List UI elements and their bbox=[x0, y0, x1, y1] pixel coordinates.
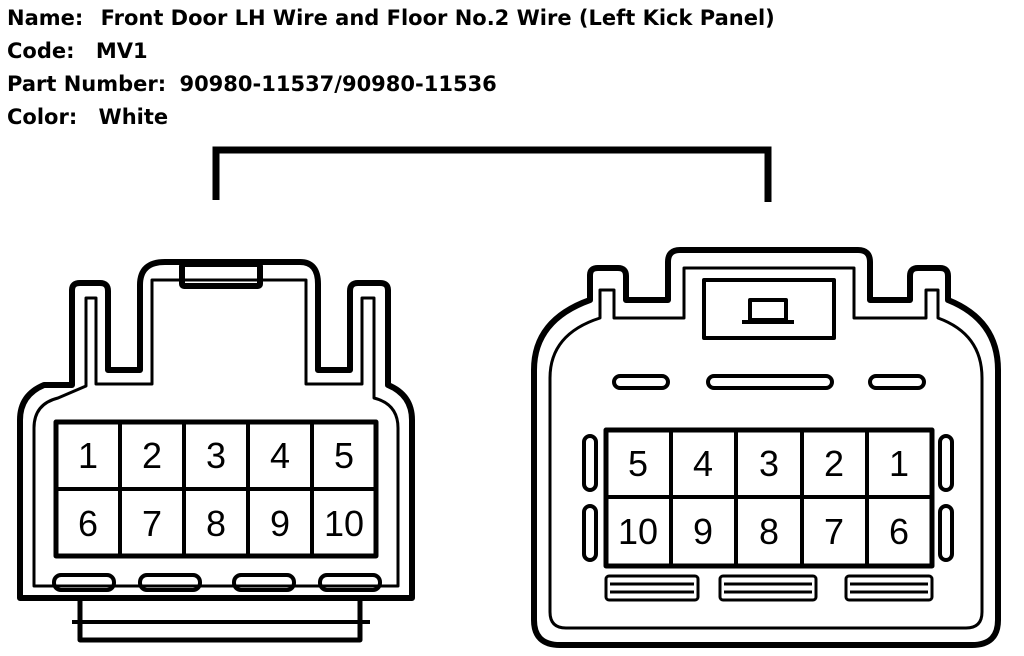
pin-label: 10 bbox=[324, 503, 364, 544]
left-slot-1 bbox=[52, 573, 116, 592]
right-connector-latch bbox=[702, 278, 836, 340]
left-connector-inner-outline bbox=[32, 278, 400, 588]
right-connector-latch-tab bbox=[748, 298, 788, 322]
pin-label: 8 bbox=[206, 503, 226, 544]
right-top-slot-1 bbox=[612, 374, 670, 390]
left-slot-4 bbox=[318, 573, 382, 592]
right-side-slot-1 bbox=[582, 434, 598, 492]
code-row: Code: MV1 bbox=[7, 35, 775, 68]
left-connector-latch bbox=[179, 261, 263, 289]
pin-label: 2 bbox=[142, 435, 162, 476]
right-bottom-slot-3 bbox=[844, 574, 934, 602]
connector-info: Name: Front Door LH Wire and Floor No.2 … bbox=[7, 2, 775, 134]
right-side-slot-4 bbox=[938, 504, 954, 562]
pin-label: 10 bbox=[618, 511, 658, 552]
pin-label: 4 bbox=[693, 443, 713, 484]
color-label: Color: bbox=[7, 105, 78, 129]
right-top-slot-2 bbox=[706, 374, 834, 390]
left-slot-3 bbox=[232, 573, 296, 592]
pin-label: 5 bbox=[334, 435, 354, 476]
pin-label: 5 bbox=[628, 443, 648, 484]
code-label: Code: bbox=[7, 39, 75, 63]
part-number-value: 90980-11537/90980-11536 bbox=[179, 72, 497, 96]
right-top-slot-3 bbox=[868, 374, 926, 390]
right-connector-body bbox=[531, 247, 1001, 648]
pin-label: 4 bbox=[270, 435, 290, 476]
right-pin-labels: 5 4 3 2 1 10 9 8 7 6 bbox=[618, 443, 909, 552]
connector-link-line bbox=[212, 146, 772, 202]
part-number-label: Part Number: bbox=[7, 72, 167, 96]
pin-label: 6 bbox=[889, 511, 909, 552]
pin-label: 3 bbox=[759, 443, 779, 484]
name-value: Front Door LH Wire and Floor No.2 Wire (… bbox=[100, 6, 775, 30]
color-row: Color: White bbox=[7, 101, 775, 134]
pin-label: 7 bbox=[142, 503, 162, 544]
pin-label: 6 bbox=[78, 503, 98, 544]
name-row: Name: Front Door LH Wire and Floor No.2 … bbox=[7, 2, 775, 35]
color-value: White bbox=[98, 105, 169, 129]
code-value: MV1 bbox=[95, 39, 148, 63]
left-connector bbox=[17, 259, 415, 643]
pin-label: 7 bbox=[824, 511, 844, 552]
pin-label: 8 bbox=[759, 511, 779, 552]
pin-label: 2 bbox=[824, 443, 844, 484]
right-bottom-slot-1 bbox=[604, 574, 700, 602]
left-connector-bottom-lip bbox=[77, 598, 363, 643]
pin-label: 3 bbox=[206, 435, 226, 476]
left-connector-body bbox=[17, 259, 415, 601]
left-pin-labels: 1 2 3 4 5 6 7 8 9 10 bbox=[78, 435, 364, 544]
pin-label: 9 bbox=[270, 503, 290, 544]
part-number-row: Part Number: 90980-11537/90980-11536 bbox=[7, 68, 775, 101]
right-connector-inner-outline bbox=[548, 266, 984, 630]
right-bottom-slot-2 bbox=[718, 574, 818, 602]
pin-label: 1 bbox=[78, 435, 98, 476]
right-connector bbox=[531, 247, 1001, 648]
right-side-slot-2 bbox=[582, 504, 598, 562]
right-side-slot-3 bbox=[938, 434, 954, 492]
left-slot-2 bbox=[138, 573, 202, 592]
pin-label: 1 bbox=[889, 443, 909, 484]
name-label: Name: bbox=[7, 6, 84, 30]
pin-label: 9 bbox=[693, 511, 713, 552]
